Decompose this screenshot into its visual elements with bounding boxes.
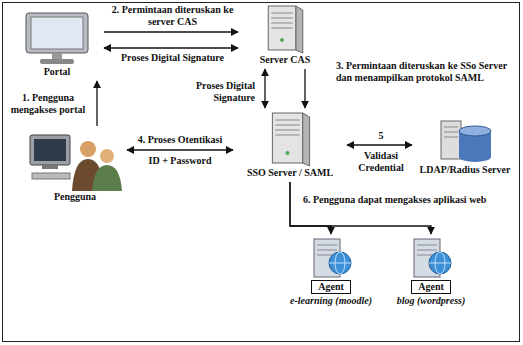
edge-label: 3. Permintaan diteruskan ke SSo Server d… bbox=[335, 60, 515, 84]
server-led bbox=[285, 151, 289, 155]
keyboard bbox=[32, 173, 70, 179]
server-led bbox=[280, 38, 284, 42]
node-label: Pengguna bbox=[26, 191, 124, 203]
edge-label: 4. Proses Otentikasi bbox=[128, 134, 232, 146]
person-head bbox=[80, 141, 96, 157]
step-note: 6. Pengguna dapat mengakses aplikasi web bbox=[302, 194, 507, 206]
server-slot bbox=[275, 125, 299, 126]
user-icon bbox=[28, 129, 123, 191]
monitor-screen bbox=[34, 139, 66, 161]
monitor-frame bbox=[26, 13, 88, 53]
server-body bbox=[441, 121, 461, 159]
node-label: Server CAS bbox=[241, 54, 329, 66]
connector-arrow bbox=[304, 69, 305, 108]
globe bbox=[329, 252, 351, 274]
server-slot bbox=[271, 28, 293, 29]
server-slot bbox=[444, 127, 458, 128]
server-slot bbox=[275, 135, 299, 136]
person-body bbox=[92, 165, 122, 191]
server-side bbox=[296, 6, 303, 53]
user-node: Pengguna bbox=[25, 128, 125, 204]
node-label: blog (wordpress) bbox=[386, 295, 476, 307]
monitor-icon bbox=[22, 11, 92, 66]
node-label: LDAP/Radius Server bbox=[415, 164, 515, 176]
database-top bbox=[459, 126, 491, 136]
portal-node: Portal bbox=[12, 10, 102, 79]
connector-arrow bbox=[96, 81, 97, 126]
node-label: e-learning (moodle) bbox=[286, 295, 376, 307]
credential-note: ID + Password bbox=[128, 155, 232, 167]
server-node: SSO Server / SAML bbox=[235, 110, 345, 180]
agent-node: Agentblog (wordpress) bbox=[385, 236, 477, 308]
db-icon bbox=[435, 119, 495, 164]
server-slot bbox=[317, 245, 337, 246]
server-icon bbox=[260, 4, 310, 54]
connector-arrow bbox=[264, 69, 265, 108]
server-body bbox=[272, 113, 302, 163]
validation-note: Validasi Credential bbox=[350, 150, 412, 174]
server-slot bbox=[271, 13, 293, 14]
server-slot bbox=[444, 132, 458, 133]
node-label: SSO Server / SAML bbox=[236, 167, 344, 179]
server-icon bbox=[263, 111, 318, 167]
database-node: LDAP/Radius Server bbox=[414, 118, 516, 177]
server-slot bbox=[417, 250, 437, 251]
node-label: Portal bbox=[13, 66, 101, 78]
monitor-screen bbox=[31, 17, 83, 49]
server-slot bbox=[271, 18, 293, 19]
monitor-base bbox=[40, 59, 74, 64]
edge-label: 5 bbox=[374, 130, 388, 142]
globe bbox=[429, 252, 451, 274]
edge-label: Proses Digital Signature bbox=[160, 80, 256, 104]
server-slot bbox=[275, 130, 299, 131]
connector-arrow bbox=[347, 144, 412, 145]
edge-label: Proses Digital Signature bbox=[110, 52, 235, 64]
connector-arrow bbox=[290, 182, 431, 234]
connector-arrow bbox=[104, 31, 238, 32]
monitor-base bbox=[42, 165, 58, 169]
server-side bbox=[302, 113, 309, 166]
server-slot bbox=[417, 245, 437, 246]
edge-label: 1. Pengguna mengakses portal bbox=[5, 92, 91, 116]
monitor-neck bbox=[52, 53, 62, 59]
server-node: Server CAS bbox=[240, 3, 330, 67]
agent-node: Agente-learning (moodle) bbox=[285, 236, 377, 308]
server-slot bbox=[275, 120, 299, 121]
agent-icon bbox=[306, 237, 356, 279]
server-body bbox=[268, 6, 296, 50]
server-slot bbox=[317, 250, 337, 251]
globe-equator bbox=[429, 263, 451, 264]
connector-arrow bbox=[104, 47, 238, 48]
agent-tag: Agent bbox=[311, 280, 351, 294]
database-bottom bbox=[459, 152, 491, 162]
person-head bbox=[100, 149, 114, 163]
agent-tag: Agent bbox=[411, 280, 451, 294]
monitor-frame bbox=[30, 135, 70, 165]
agent-icon bbox=[406, 237, 456, 279]
server-slot bbox=[271, 23, 293, 24]
server-slot bbox=[444, 137, 458, 138]
edge-label: 2. Permintaan diteruskan ke server CAS bbox=[110, 4, 235, 28]
globe-equator bbox=[329, 263, 351, 264]
connector-arrow bbox=[127, 149, 233, 150]
